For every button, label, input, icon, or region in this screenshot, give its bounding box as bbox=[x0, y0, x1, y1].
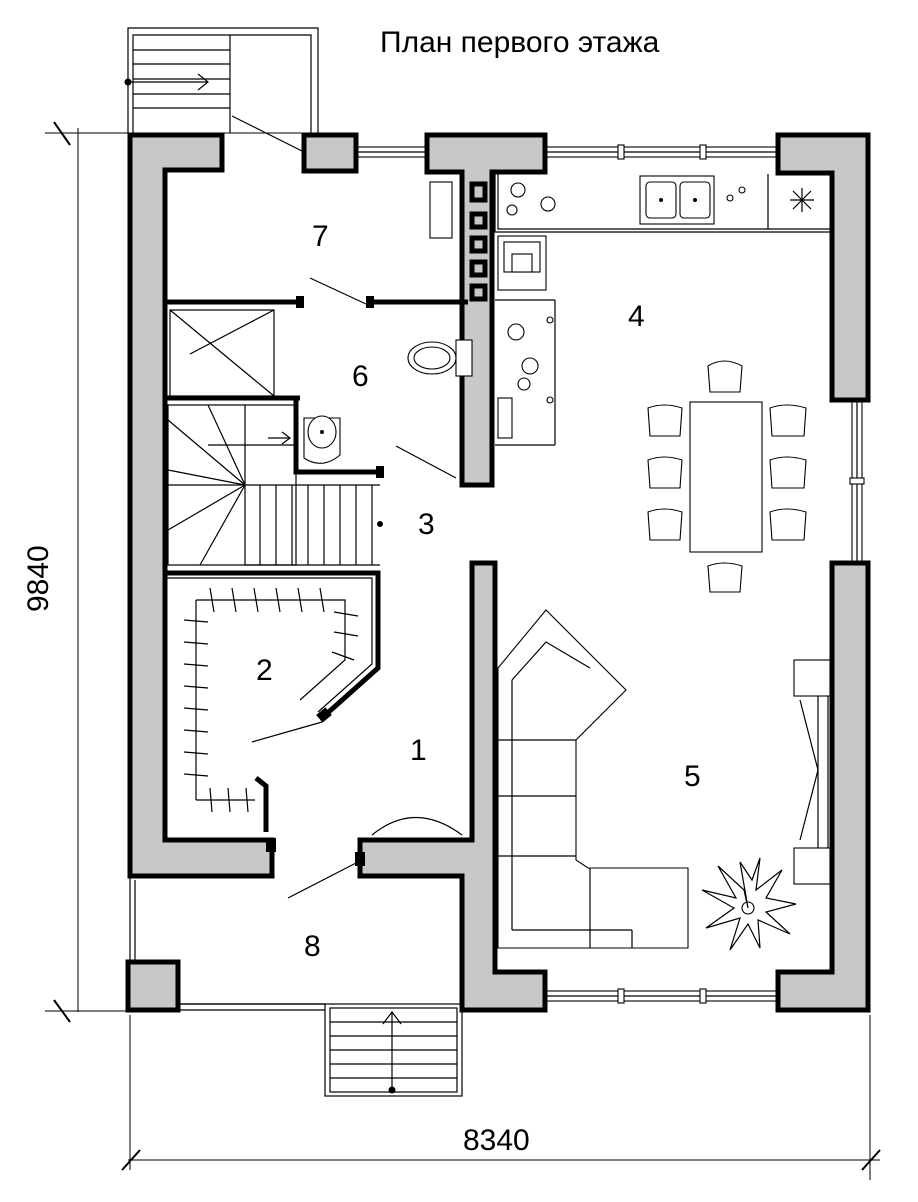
dimension-height-label: 9840 bbox=[22, 545, 55, 612]
chair-icon bbox=[769, 508, 807, 541]
flower-icon bbox=[701, 857, 797, 951]
room-label-6: 6 bbox=[352, 360, 369, 393]
chair-icon bbox=[647, 508, 683, 541]
wardrobe-rails bbox=[183, 587, 359, 813]
chair-icon bbox=[707, 562, 743, 593]
chair-icon bbox=[707, 360, 743, 393]
back-entrance-steps bbox=[124, 27, 319, 133]
chair-icon bbox=[769, 456, 807, 489]
sofa bbox=[497, 609, 689, 949]
doors bbox=[231, 115, 463, 899]
room-label-7: 7 bbox=[312, 220, 329, 253]
chair-icon bbox=[647, 456, 683, 489]
fireplace bbox=[793, 659, 831, 885]
room-label-2: 2 bbox=[256, 654, 273, 687]
dimension-width-label: 8340 bbox=[463, 1124, 530, 1157]
plan-title: План первого этажа bbox=[380, 26, 660, 59]
room-label-4: 4 bbox=[628, 300, 645, 333]
dining-set bbox=[647, 360, 807, 593]
staircase bbox=[167, 309, 383, 566]
chair-icon bbox=[769, 404, 807, 437]
front-steps bbox=[324, 1003, 463, 1097]
dimension-height: 9840 bbox=[22, 121, 310, 1023]
room-label-3: 3 bbox=[418, 508, 435, 541]
dimension-width: 8340 bbox=[121, 1015, 881, 1180]
walls bbox=[125, 132, 871, 1013]
bathroom-fixtures bbox=[303, 181, 473, 464]
internal-walls bbox=[165, 296, 468, 866]
room-label-5: 5 bbox=[684, 760, 701, 793]
room-label-8: 8 bbox=[304, 930, 321, 963]
room-label-1: 1 bbox=[410, 734, 427, 767]
utility-units bbox=[469, 181, 488, 302]
plant-icon bbox=[790, 188, 814, 212]
chair-icon bbox=[647, 404, 683, 437]
kitchen bbox=[494, 172, 832, 446]
